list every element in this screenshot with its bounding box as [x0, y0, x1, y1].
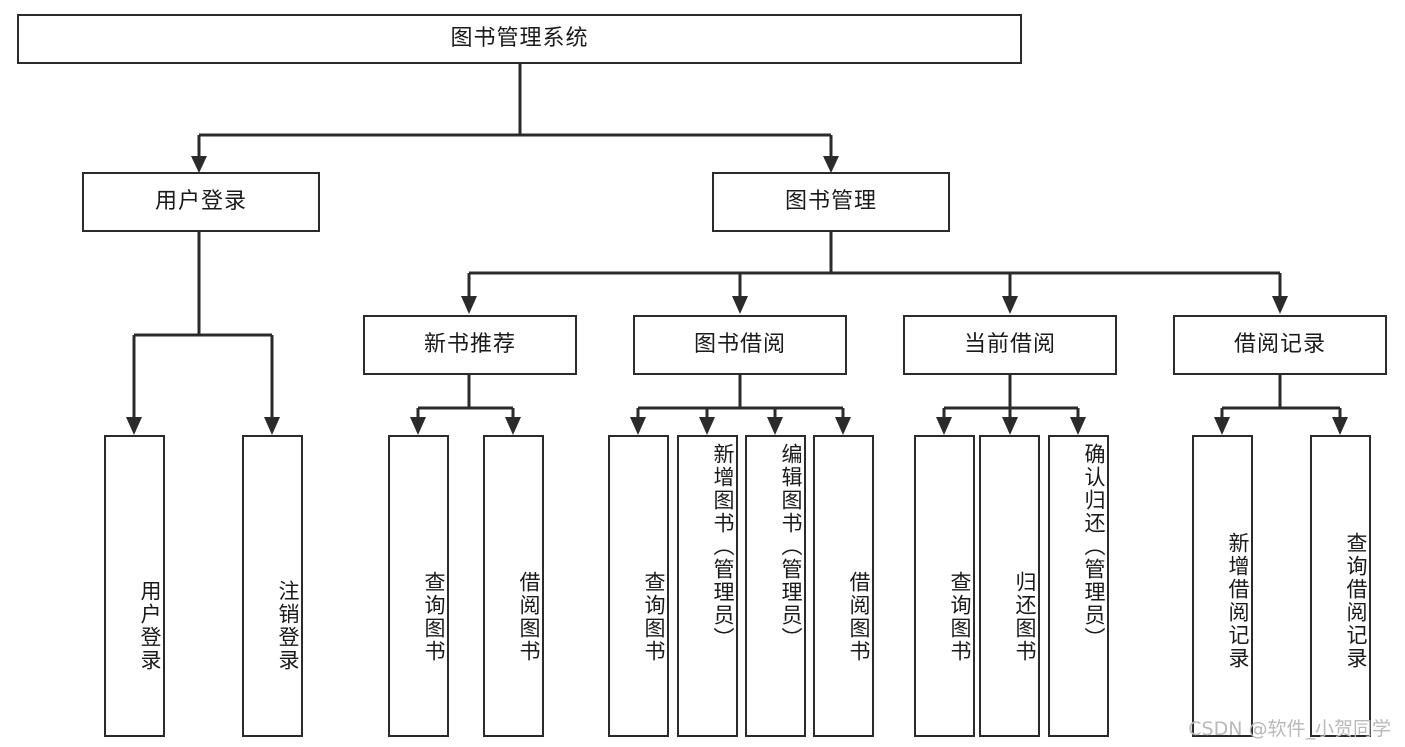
leaf-return-book[interactable]: 归还图书 [979, 435, 1040, 737]
node-label: 借阅图书 [847, 571, 871, 663]
node-label: 确认归还（管理员） [1082, 443, 1106, 650]
node-new-book-recommendation[interactable]: 新书推荐 [363, 315, 577, 375]
node-current-borrowing[interactable]: 当前借阅 [903, 315, 1117, 375]
arrowhead-leaf-add-record [1214, 417, 1230, 435]
leaf-add-borrow-record[interactable]: 新增借阅记录 [1192, 435, 1253, 737]
arrowhead-leaf-query-record [1332, 417, 1348, 435]
arrowhead-leaf-confirm-return [1070, 417, 1086, 435]
node-label: 查询图书 [642, 571, 666, 663]
arrowhead-leaf-edit-book [767, 417, 783, 435]
node-label: 新增图书（管理员） [711, 443, 735, 650]
arrowhead-leaf-add-book [699, 417, 715, 435]
arrowhead-leaf-borrow-book-a [505, 417, 521, 435]
node-label: 图书管理 [784, 188, 877, 214]
leaf-query-book-borrow[interactable]: 查询图书 [608, 435, 669, 737]
leaf-edit-book-admin[interactable]: 编辑图书（管理员） [745, 435, 806, 737]
arrowhead-leaf-user-login [126, 417, 142, 435]
leaf-add-book-admin[interactable]: 新增图书（管理员） [677, 435, 738, 737]
node-book-borrowing[interactable]: 图书借阅 [633, 315, 847, 375]
node-label: 借阅记录 [1233, 331, 1326, 357]
leaf-confirm-return-admin[interactable]: 确认归还（管理员） [1048, 435, 1109, 737]
node-root-book-management-system[interactable]: 图书管理系统 [17, 14, 1022, 64]
node-label: 查询图书 [422, 571, 446, 663]
leaf-query-book-current[interactable]: 查询图书 [914, 435, 975, 737]
node-label: 新增借阅记录 [1226, 532, 1250, 670]
arrowhead-leaf-return-book [1002, 417, 1018, 435]
node-user-login[interactable]: 用户登录 [82, 172, 320, 232]
node-label: 用户登录 [138, 580, 162, 672]
leaf-logout[interactable]: 注销登录 [242, 435, 303, 737]
arrowhead-bookmgmt [823, 156, 839, 173]
node-label: 新书推荐 [423, 331, 516, 357]
node-label: 借阅图书 [517, 571, 541, 663]
arrowhead-borrowrecord [1272, 296, 1288, 314]
arrowhead-leaf-query-book-c [936, 417, 952, 435]
node-label: 用户登录 [154, 188, 247, 214]
node-label: 当前借阅 [963, 331, 1056, 357]
node-label: 图书借阅 [693, 331, 786, 357]
leaf-borrow-book[interactable]: 借阅图书 [813, 435, 874, 737]
node-label: 归还图书 [1013, 571, 1037, 663]
leaf-borrow-book-recommend[interactable]: 借阅图书 [483, 435, 544, 737]
arrowhead-userlogin [191, 156, 207, 173]
arrowhead-leaf-logout [264, 417, 280, 435]
arrowhead-newbook [461, 296, 477, 314]
node-label: 查询借阅记录 [1344, 532, 1368, 670]
arrowhead-leaf-query-book-a [410, 417, 426, 435]
node-label: 注销登录 [276, 580, 300, 672]
node-label: 编辑图书（管理员） [779, 443, 803, 650]
leaf-query-book-recommend[interactable]: 查询图书 [388, 435, 449, 737]
arrowhead-leaf-query-book-b [630, 417, 646, 435]
leaf-user-login[interactable]: 用户登录 [104, 435, 165, 737]
arrowhead-bookborrow [732, 296, 748, 314]
node-label: 图书管理系统 [450, 25, 589, 51]
node-label: 查询图书 [948, 571, 972, 663]
arrowhead-leaf-borrow-book-b [835, 417, 851, 435]
node-book-management[interactable]: 图书管理 [712, 172, 950, 232]
leaf-query-borrow-record[interactable]: 查询借阅记录 [1310, 435, 1371, 737]
node-borrowing-record[interactable]: 借阅记录 [1173, 315, 1387, 375]
arrowhead-currentborrow [1002, 296, 1018, 314]
